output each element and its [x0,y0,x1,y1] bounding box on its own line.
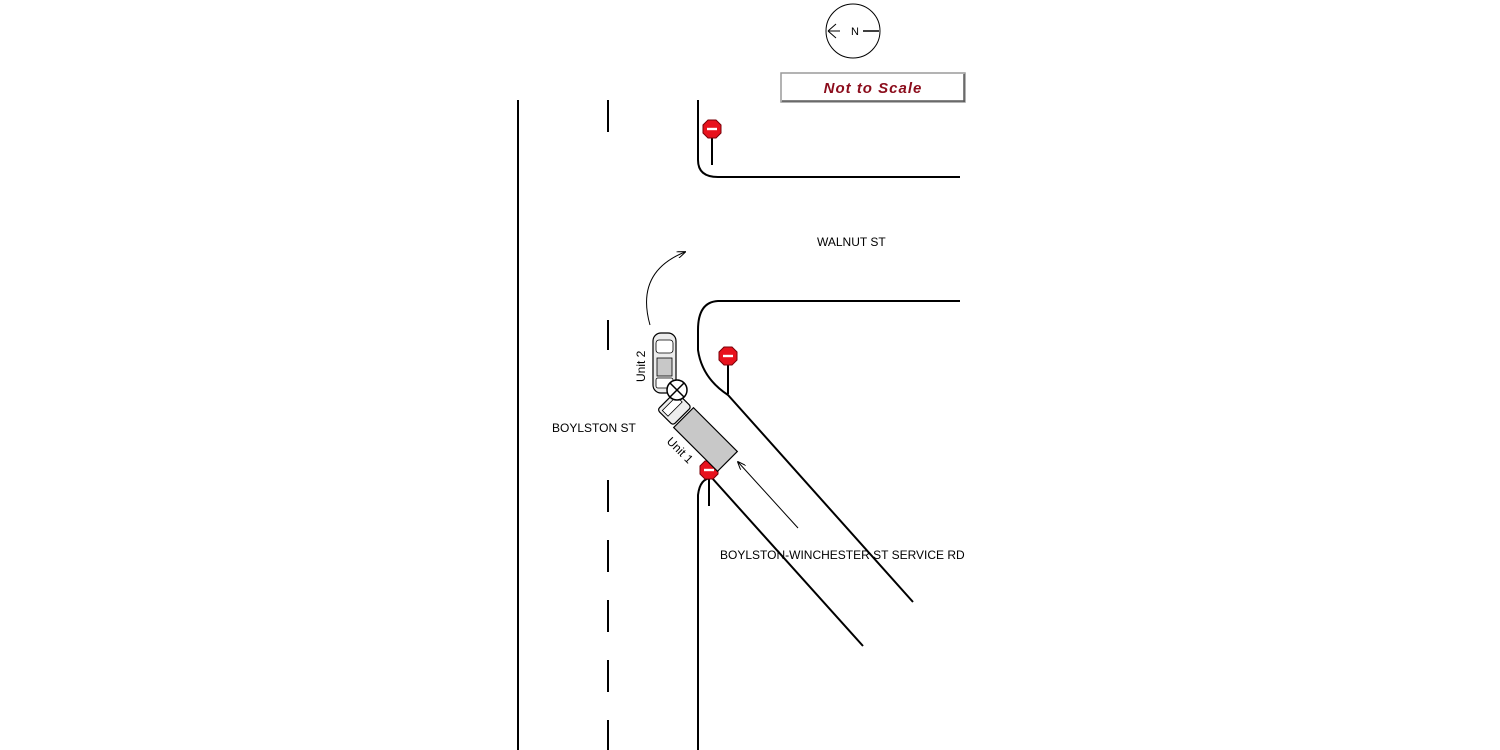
stop-sign-walnut-south [718,346,738,394]
walnut-north-corner-curb [697,100,960,178]
compass-circle [825,3,881,59]
scale-badge-text: Not to Scale [824,80,923,97]
walnut-st-label: WALNUT ST [817,235,886,249]
impact-point-icon [666,379,688,401]
unit-2-label: Unit 2 [634,350,648,382]
stop-sign-service-rd [699,460,719,506]
not-to-scale-badge: Not to Scale [780,72,966,103]
scale-badge-box [780,72,966,103]
walnut-south-corner-curb [697,300,960,603]
compass-arrow-icon [827,23,840,39]
unit-1-vehicle [658,392,739,473]
turn-path-arrow [646,252,685,326]
boylston-st-label: BOYLSTON ST [552,421,636,435]
stop-sign-north [702,119,722,165]
compass-letter: N [851,26,859,38]
north-compass: N [825,3,881,59]
service-rd-label: BOYLSTON-WINCHESTER ST SERVICE RD [720,548,965,562]
service-rd-travel-arrow [738,462,799,529]
unit-2-vehicle [652,332,677,394]
